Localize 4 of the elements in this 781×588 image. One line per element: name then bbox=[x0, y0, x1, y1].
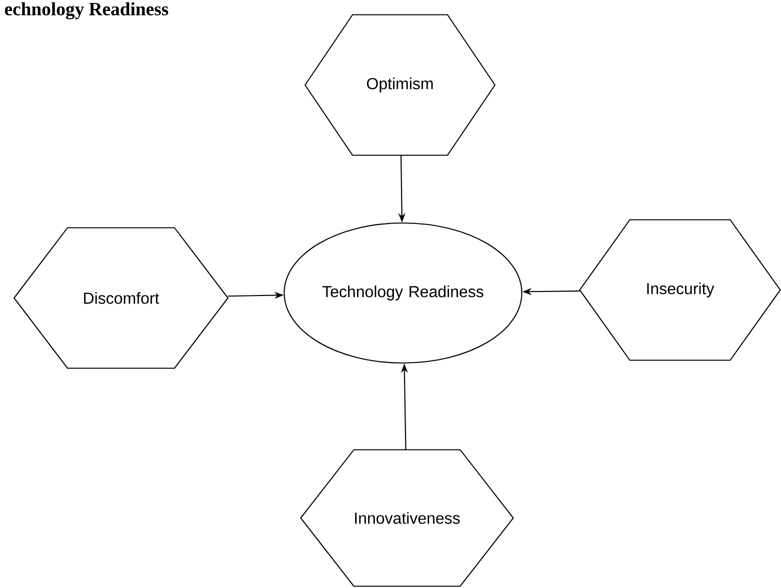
ellipse-node: Technology Readiness bbox=[284, 222, 522, 364]
hexagon-node: Innovativeness bbox=[300, 449, 514, 587]
hexagon-node: Insecurity bbox=[579, 219, 781, 361]
title: echnology Readiness bbox=[4, 2, 168, 20]
